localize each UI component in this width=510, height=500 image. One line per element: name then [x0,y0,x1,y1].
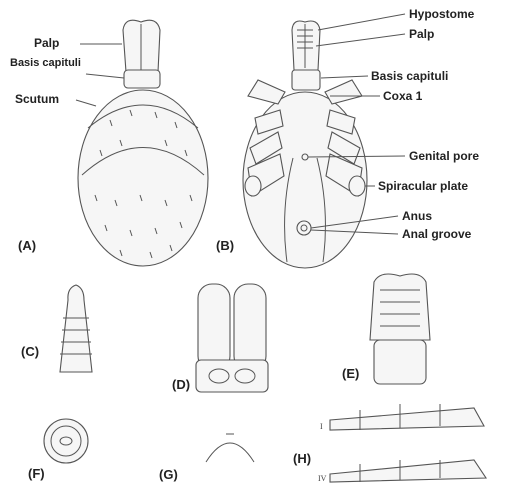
label-anus: Anus [402,210,432,223]
panel-label-e: (E) [342,366,359,381]
panel-label-f: (F) [28,466,45,481]
label-basis-capituli-b: Basis capituli [371,70,448,83]
specimen-a-body [78,90,208,266]
specimen-b-ventral [243,14,405,268]
leg-iv [330,460,486,482]
label-palp-b: Palp [409,28,434,41]
label-coxa-1: Coxa 1 [383,90,422,103]
specimen-a-dorsal [76,20,208,266]
spiracular-plate-right [349,176,365,196]
label-scutum: Scutum [15,93,59,106]
anus-ring [297,221,311,235]
leg-mark-i: I [320,422,323,431]
hypostome-palps-b [292,21,320,70]
basis-capituli-a [124,70,160,88]
panel-label-g: (G) [159,467,178,482]
specimen-f-spiracle [44,419,88,463]
basis-capituli-b [292,70,320,90]
specimen-h-legs [330,404,486,482]
specimen-e-capitulum [370,274,430,384]
leg-mark-iv: IV [318,474,326,483]
label-basis-capituli-a: Basis capituli [10,58,86,70]
panel-label-c: (C) [21,344,39,359]
leader-scutum [76,100,96,106]
label-hypostome: Hypostome [409,8,474,21]
panel-label-h: (H) [293,451,311,466]
leg-i [330,408,484,430]
label-anal-groove: Anal groove [402,228,471,241]
specimen-g-plate [206,434,254,462]
label-spiracular-plate: Spiracular plate [378,180,468,193]
label-palp-a: Palp [34,37,59,50]
leader-basis-a [86,74,124,78]
specimen-c-hypostome [60,285,92,372]
panel-label-d: (D) [172,377,190,392]
spiracular-plate-left [245,176,261,196]
panel-label-a: (A) [18,238,36,253]
specimen-d-capitulum [196,284,268,392]
label-genital-pore: Genital pore [409,150,479,163]
panel-label-b: (B) [216,238,234,253]
genital-pore [302,154,308,160]
